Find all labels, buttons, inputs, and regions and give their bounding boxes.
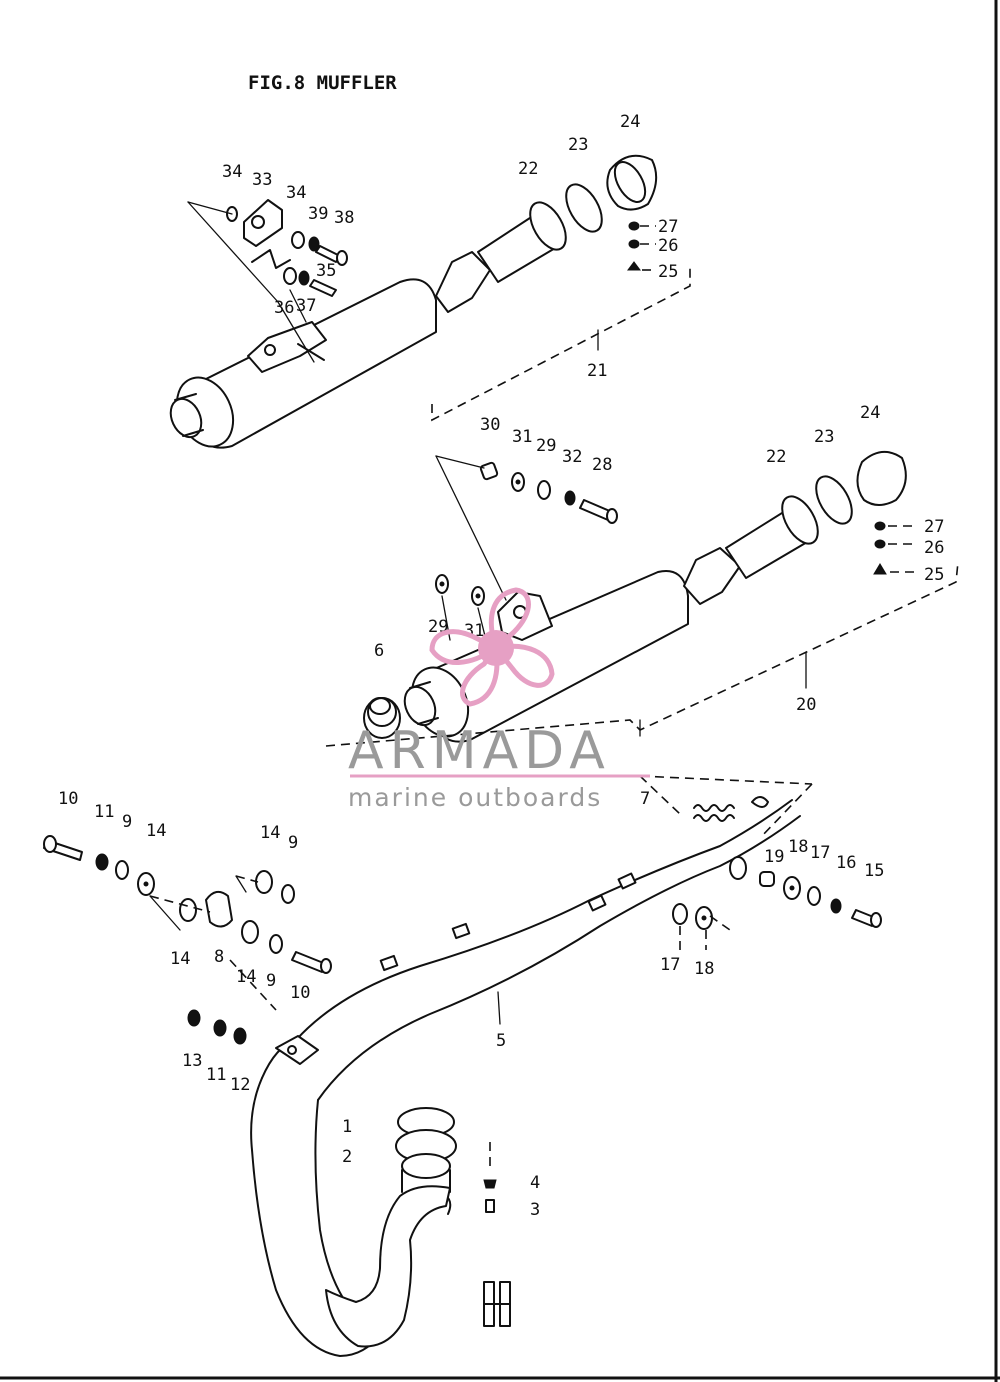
grommet-6 [363, 697, 401, 739]
figure-title: FIG.8 MUFFLER [248, 72, 397, 94]
watermark-tagline: marine outboards [348, 783, 602, 812]
callout: 13 [182, 1051, 202, 1071]
callout: 6 [374, 641, 384, 661]
callout: 22 [766, 447, 786, 467]
callouts-middle: 30 31 29 32 28 22 23 24 27 26 25 29 31 6… [374, 403, 944, 715]
callout: 10 [290, 983, 310, 1003]
callout: 23 [568, 135, 588, 155]
callout: 16 [836, 853, 856, 873]
callout: 32 [562, 447, 582, 467]
callout: 38 [334, 208, 354, 228]
callout: 21 [587, 361, 607, 381]
header-bend [325, 1185, 451, 1348]
callout: 20 [796, 695, 816, 715]
callout: 4 [530, 1173, 540, 1193]
callout: 23 [814, 427, 834, 447]
callout: 18 [694, 959, 714, 979]
callout: 24 [860, 403, 880, 423]
callout: 14 [170, 949, 190, 969]
callout: 27 [658, 217, 678, 237]
callout: 24 [620, 112, 640, 132]
callout: 27 [924, 517, 944, 537]
middle-tail-pipe-flange [781, 495, 819, 545]
callout: 7 [640, 789, 650, 809]
callout: 30 [480, 415, 500, 435]
armada-watermark: ARMADA marine outboards [348, 587, 650, 812]
exhaust-spring [693, 804, 735, 812]
callout: 29 [536, 436, 556, 456]
callout: 35 [316, 261, 336, 281]
exhaust-flange [395, 1107, 457, 1193]
callout: 33 [252, 170, 272, 190]
callout: 37 [296, 296, 316, 316]
callout: 5 [496, 1031, 506, 1051]
callout: 22 [518, 159, 538, 179]
middle-end-cap [856, 451, 907, 506]
callout: 9 [288, 833, 298, 853]
callout: 10 [58, 789, 78, 809]
callout: 1 [342, 1117, 352, 1137]
callout: 39 [308, 204, 328, 224]
middle-seal-ring [815, 475, 853, 525]
callout: 8 [214, 947, 224, 967]
callout: 14 [260, 823, 280, 843]
callout: 25 [924, 565, 944, 585]
upper-muffler-cone [435, 251, 491, 313]
callout: 14 [146, 821, 166, 841]
exhaust-pipe-assembly [250, 775, 813, 1357]
callout: 28 [592, 455, 612, 475]
watermark-brand: ARMADA [348, 721, 611, 781]
callout: 9 [266, 971, 276, 991]
callout: 17 [810, 843, 830, 863]
upper-muffler-bracket [247, 321, 327, 373]
callout: 11 [206, 1065, 226, 1085]
callout: 26 [924, 538, 944, 558]
left-mount-hardware [43, 835, 332, 1045]
callout: 11 [94, 802, 114, 822]
callout: 15 [864, 861, 884, 881]
callout: 12 [230, 1075, 250, 1095]
upper-seal-ring [565, 183, 603, 233]
callout: 34 [286, 183, 306, 203]
callout: 34 [222, 162, 242, 182]
callout: 9 [122, 812, 132, 832]
callout: 36 [274, 298, 294, 318]
upper-muffler-assembly [169, 154, 691, 449]
damper-8 [205, 890, 233, 928]
callouts-upper: 34 33 34 39 38 35 36 37 22 23 24 27 26 2… [222, 112, 678, 381]
callout: 2 [342, 1147, 352, 1167]
middle-muffler-assembly [325, 451, 959, 747]
callouts-lower: 10 11 9 14 14 9 14 8 14 9 10 13 11 12 5 … [58, 789, 884, 1220]
upper-tail-pipe-flange [529, 201, 567, 251]
callout: 26 [658, 236, 678, 256]
propeller-logo-icon [429, 587, 555, 707]
callout: 25 [658, 262, 678, 282]
right-mount-hardware [672, 796, 882, 950]
callout: 18 [788, 837, 808, 857]
callout: 3 [530, 1200, 540, 1220]
callout: 31 [512, 427, 532, 447]
callout: 17 [660, 955, 680, 975]
callout: 14 [236, 967, 256, 987]
callout: 19 [764, 847, 784, 867]
